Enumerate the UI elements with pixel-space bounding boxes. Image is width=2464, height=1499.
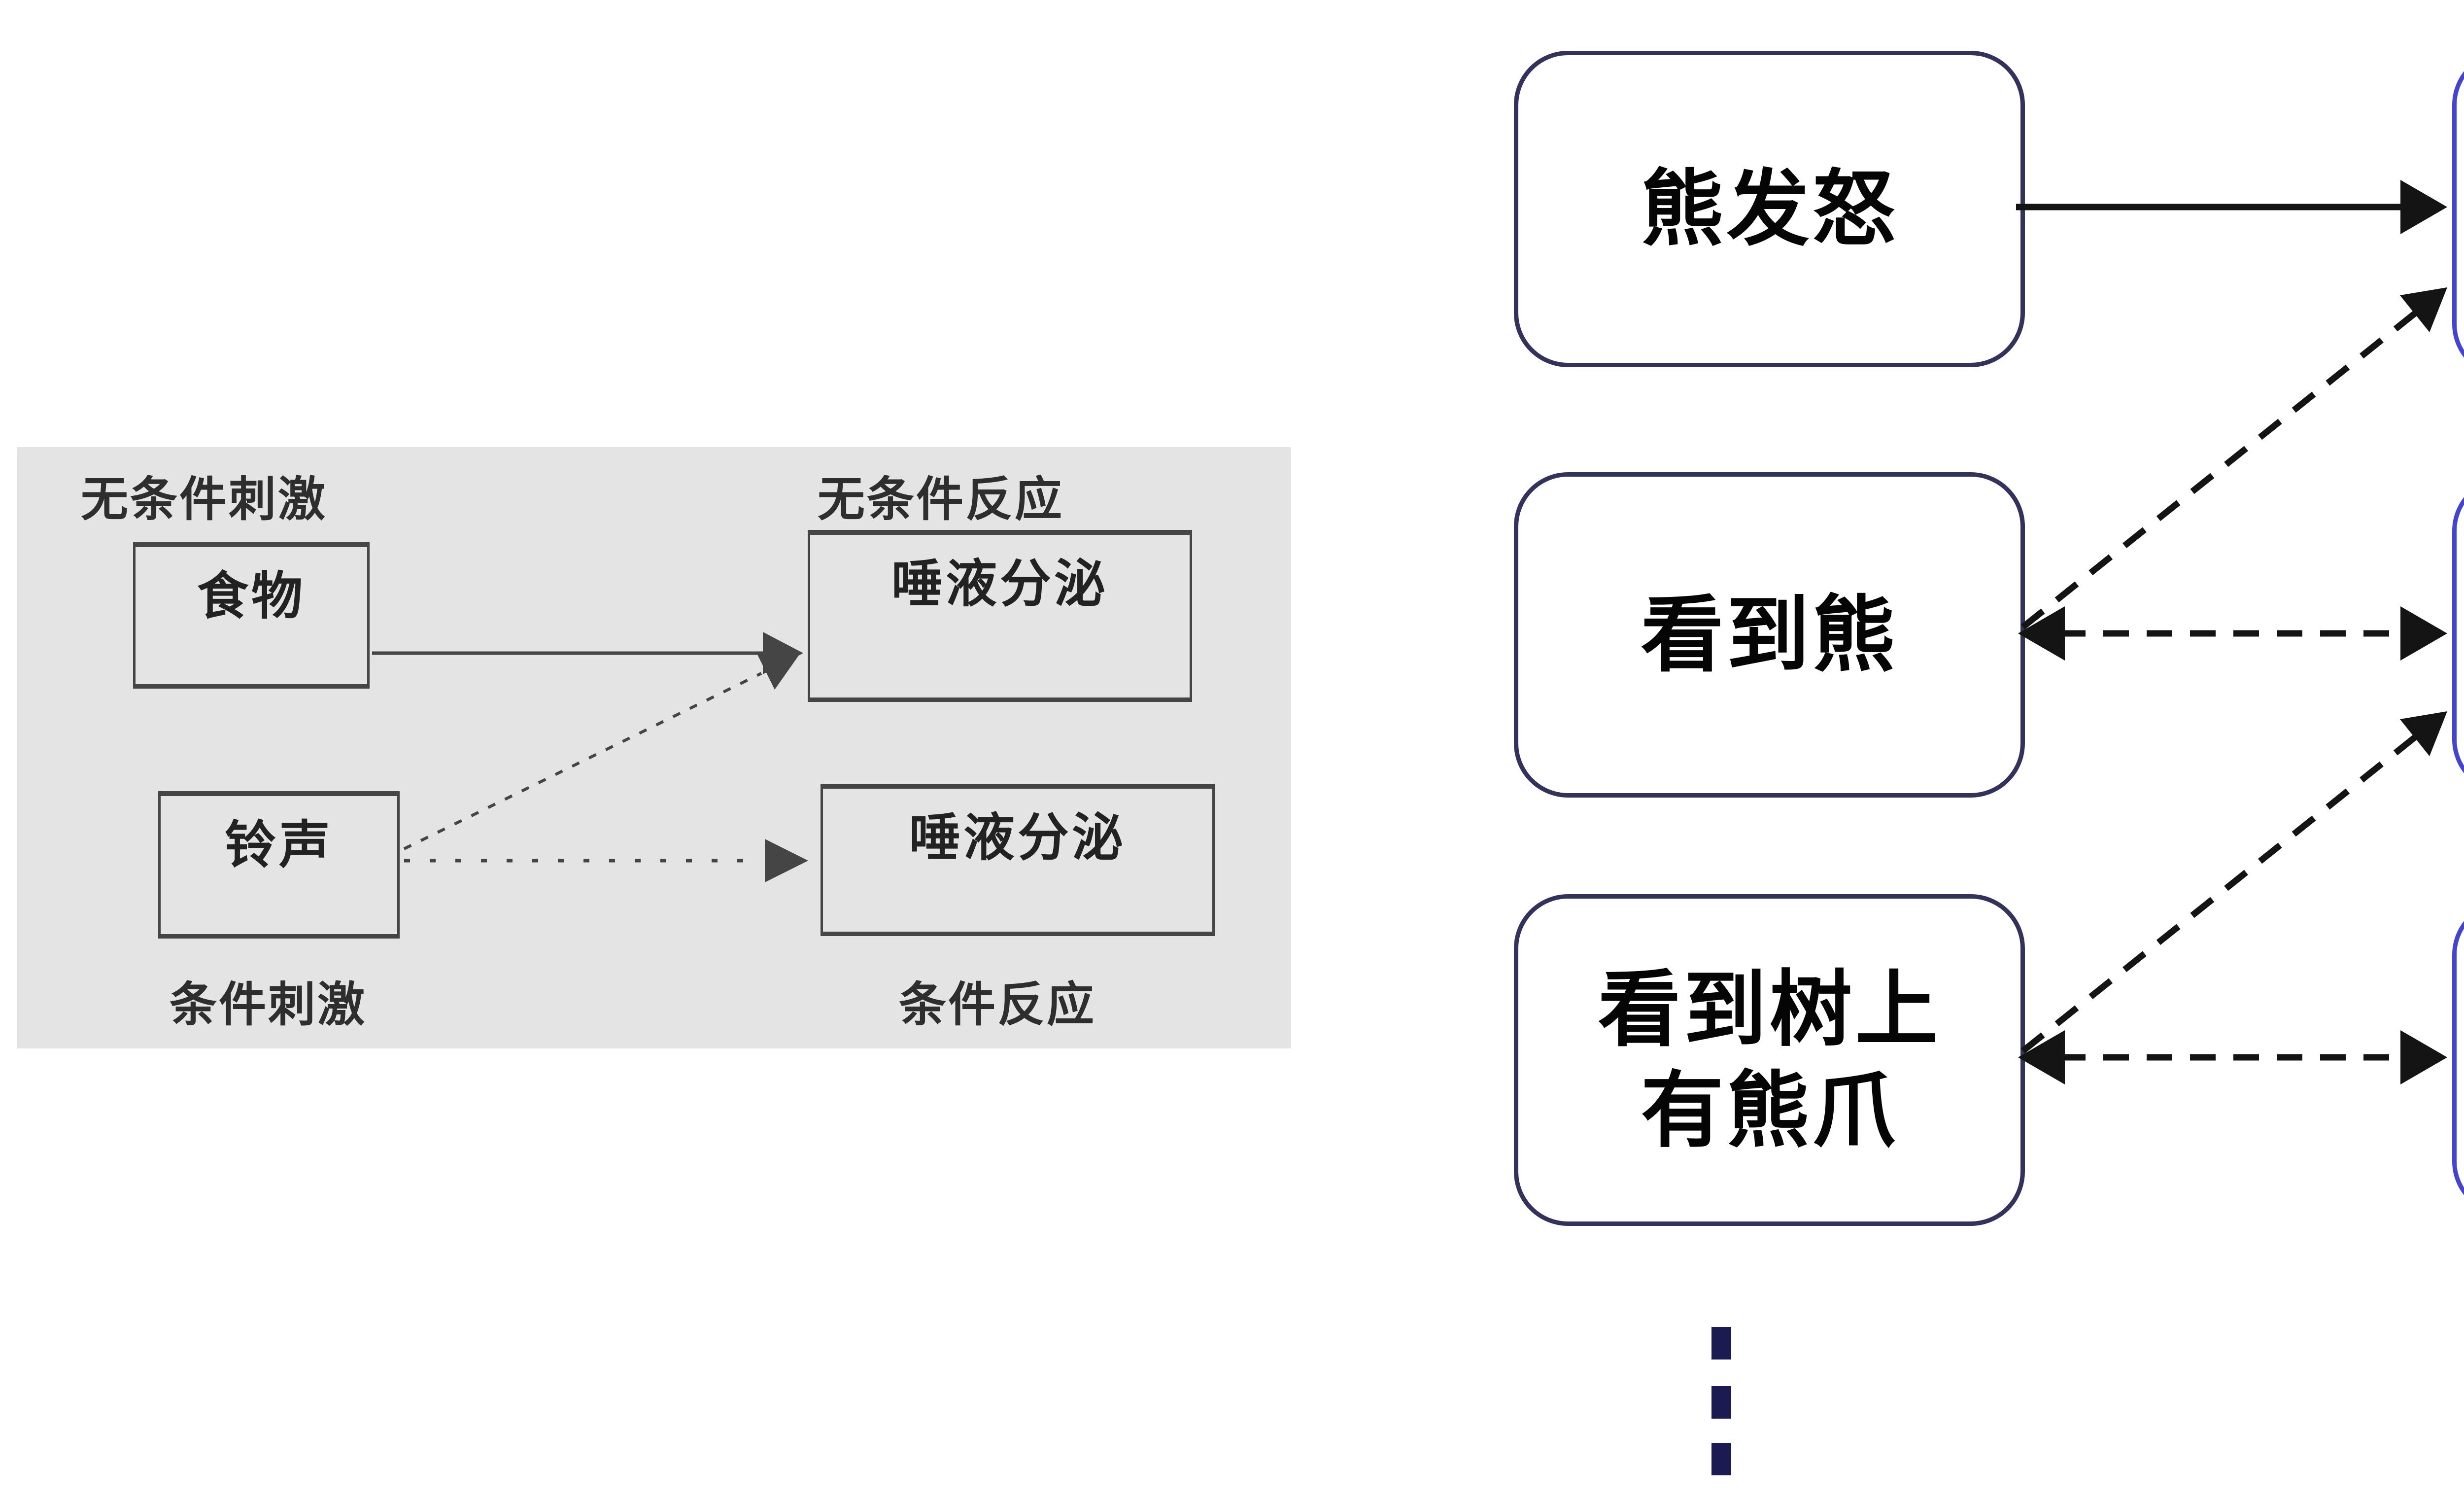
node-see-bear-label: 看到熊 <box>1641 588 1898 681</box>
box-salivation-bottom: 唾液分泌 <box>821 784 1215 936</box>
arrow-bear-to-reward <box>2016 180 2447 234</box>
pavlov-panel: 无条件刺激 无条件反应 食物 唾液分泌 铃声 唾液分泌 条件刺激 条件反应 <box>17 447 1291 1048</box>
arrow-see-claw-value-dashed <box>2018 1030 2447 1084</box>
box-salivation-top-label: 唾液分泌 <box>891 556 1108 613</box>
label-unconditioned-response: 无条件反应 <box>818 473 1064 526</box>
arrow-food-to-salivation <box>372 632 803 674</box>
arrow-bell-to-salivation-bottom-dotted <box>404 839 808 882</box>
box-bell-label: 铃声 <box>224 817 333 874</box>
arrow-see-claw-to-value-next-dashed <box>2020 711 2447 1054</box>
node-reward: 奖励 <box>2452 51 2464 378</box>
box-salivation-top: 唾液分泌 <box>808 530 1192 702</box>
box-salivation-bottom-label: 唾液分泌 <box>909 809 1126 867</box>
label-conditioned-stimulus: 条件刺激 <box>170 978 367 1031</box>
node-bear-angry-label: 熊发怒 <box>1641 162 1898 255</box>
label-unconditioned-stimulus: 无条件刺激 <box>81 473 327 526</box>
node-value-state: V(s) <box>2452 901 2464 1216</box>
node-value-next-state: V(s′) <box>2452 477 2464 794</box>
arrow-bell-to-salivation-top-dashed <box>403 653 799 850</box>
box-food: 食物 <box>133 542 370 689</box>
node-bear-angry: 熊发怒 <box>1514 51 2025 367</box>
box-bell: 铃声 <box>158 791 400 939</box>
label-conditioned-response: 条件反应 <box>899 978 1096 1031</box>
node-see-claw: 看到树上 有熊爪 <box>1514 894 2025 1226</box>
arrow-see-bear-to-reward-dashed <box>2020 287 2447 630</box>
node-see-claw-line2: 有熊爪 <box>1641 1064 1898 1157</box>
ellipsis-left-column <box>1711 1327 1731 1475</box>
node-see-bear: 看到熊 <box>1514 472 2025 798</box>
arrow-see-bear-value-next-dashed <box>2018 606 2447 661</box>
node-see-claw-line1: 看到树上 <box>1598 963 1941 1056</box>
box-food-label: 食物 <box>197 568 306 625</box>
